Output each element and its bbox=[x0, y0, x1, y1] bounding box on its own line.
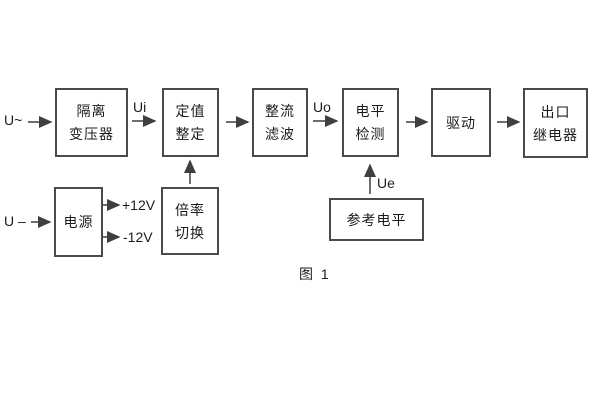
block-label-line: 整定 bbox=[175, 126, 206, 142]
block-ratio-switch: 倍率 切换 bbox=[161, 187, 219, 255]
block-power-supply: 电源 bbox=[54, 187, 103, 257]
block-isolation-transformer: 隔离 变压器 bbox=[55, 88, 128, 157]
block-rectifier-filter: 整流 滤波 bbox=[252, 88, 308, 157]
label-plus-12v: +12V bbox=[122, 197, 156, 213]
block-label-line: 出口 bbox=[540, 103, 571, 120]
block-reference-level: 参考电平 bbox=[329, 198, 424, 241]
block-label-line: 电平 bbox=[355, 103, 386, 119]
block-label-line: 隔离 bbox=[76, 103, 107, 119]
block-output-relay: 出口 继电器 bbox=[523, 88, 588, 158]
block-driver: 驱动 bbox=[431, 88, 491, 157]
block-label-line: 定值 bbox=[175, 103, 206, 119]
block-label-line: 整流 bbox=[265, 103, 295, 119]
block-label-line: 滤波 bbox=[265, 126, 295, 142]
figure-caption: 图 1 bbox=[299, 266, 331, 282]
label-ue: Ue bbox=[377, 175, 395, 191]
block-label-line: 检测 bbox=[355, 126, 386, 142]
block-label-line: 倍率 bbox=[175, 201, 205, 218]
block-level-detector: 电平 检测 bbox=[342, 88, 399, 157]
block-label-line: 继电器 bbox=[533, 126, 578, 143]
block-label-line: 驱动 bbox=[446, 114, 476, 131]
label-uo: Uo bbox=[313, 99, 331, 115]
label-minus-12v: -12V bbox=[123, 229, 153, 245]
label-input-ac: U~ bbox=[4, 112, 23, 128]
block-label-line: 变压器 bbox=[69, 126, 114, 142]
label-ui: Ui bbox=[133, 99, 147, 115]
block-label-line: 参考电平 bbox=[346, 211, 407, 228]
label-input-dc: U – bbox=[4, 213, 26, 229]
block-setpoint-adjust: 定值 整定 bbox=[162, 88, 219, 157]
block-label-line: 切换 bbox=[175, 224, 205, 241]
block-label-line: 电源 bbox=[63, 214, 94, 230]
